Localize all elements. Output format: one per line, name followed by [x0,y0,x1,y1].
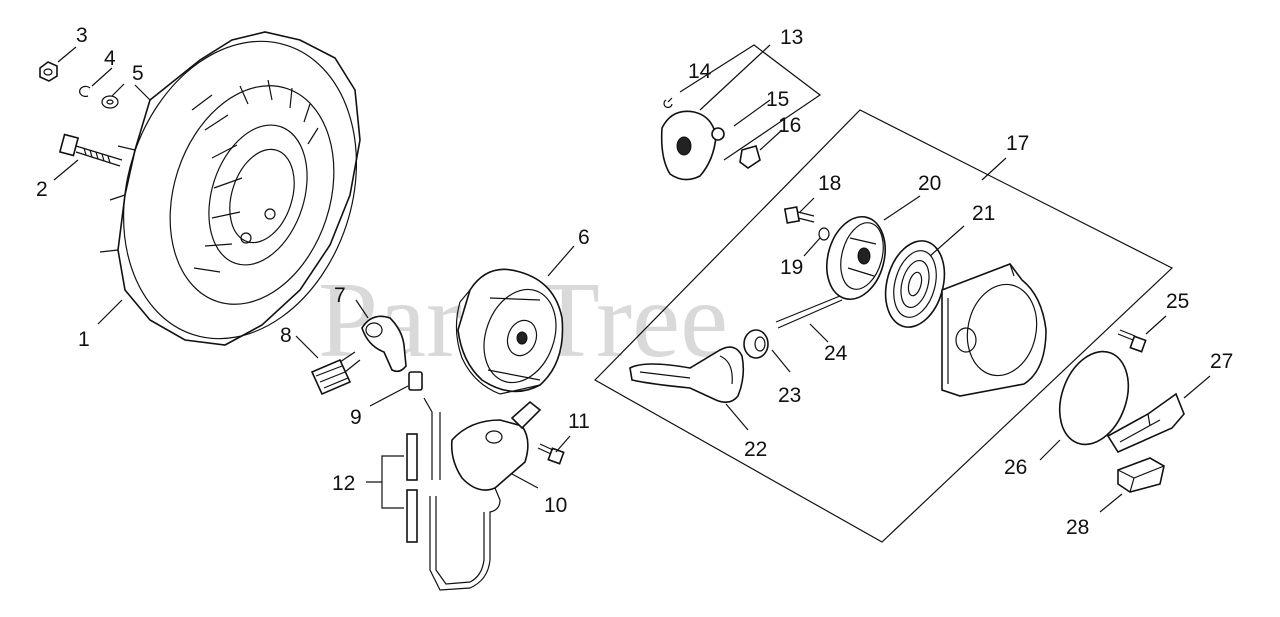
callout-16: 16 [778,114,801,137]
part-connector-9 [408,371,423,391]
part-fan-cover [99,31,361,346]
callout-13: 13 [780,26,803,49]
starter-group-outline [594,109,1174,543]
part-flywheel [455,268,564,395]
callout-6: 6 [578,226,590,249]
part-starter-housing [941,263,1047,397]
callout-27: 27 [1210,350,1233,373]
part-insert-23 [743,329,769,359]
callout-20: 20 [918,172,941,195]
part-bracket [1106,392,1185,454]
callout-1: 1 [78,328,90,351]
callout-25: 25 [1166,290,1189,313]
part-washer-5 [101,95,119,109]
part-pulley [826,215,886,301]
callout-17: 17 [1006,132,1029,155]
callout-24: 24 [824,342,848,365]
part-spark-plug [310,351,361,396]
callout-18: 18 [818,172,841,195]
part-starter-handle [629,346,745,404]
part-bolt-18 [783,206,815,224]
callout-9: 9 [350,406,362,429]
callout-2: 2 [36,178,48,201]
callout-28: 28 [1066,516,1089,539]
callout-14: 14 [688,60,712,83]
part-nut-3 [39,61,58,82]
part-pawl-assembly [660,99,761,181]
callout-21: 21 [972,202,995,225]
callout-7: 7 [334,284,346,307]
leader-lines [53,44,1211,513]
callout-22: 22 [744,438,767,461]
part-plug-cap [361,315,407,373]
part-rubber-foot [1117,457,1165,493]
part-washer-19 [818,227,830,241]
callout-labels: 1 2 3 4 5 6 7 8 9 10 11 12 13 14 15 16 1… [36,24,1233,539]
callout-4: 4 [104,47,116,70]
callout-12: 12 [332,472,355,495]
callout-10: 10 [544,494,567,517]
callout-8: 8 [280,324,292,347]
part-tubes-12 [406,397,441,543]
callout-11: 11 [568,410,590,433]
callout-23: 23 [778,384,801,407]
part-ignition-coil [429,400,542,591]
part-bolt-2 [58,133,123,167]
callout-26: 26 [1004,456,1027,479]
part-screw-25 [1117,329,1147,353]
part-rope [775,295,843,329]
part-clip-4 [79,85,91,97]
part-recoil-spring [884,240,946,328]
callout-15: 15 [766,88,789,111]
callout-5: 5 [132,62,144,85]
callout-3: 3 [76,24,88,47]
part-gasket [1058,350,1130,446]
callout-19: 19 [780,256,803,279]
